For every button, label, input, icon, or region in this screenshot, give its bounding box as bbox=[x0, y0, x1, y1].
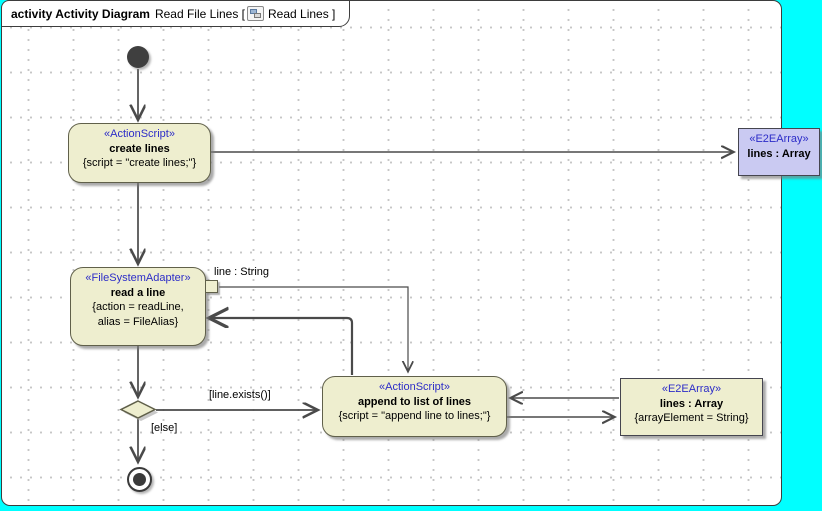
action-props-label: {script = "create lines;"} bbox=[82, 157, 197, 169]
activity-final-node[interactable] bbox=[127, 467, 152, 492]
stereotype-label: «ActionScript» bbox=[379, 381, 450, 393]
action-name-label: append to list of lines bbox=[357, 395, 472, 408]
object-name-label: lines : Array bbox=[659, 397, 724, 410]
diagram-name-label: Read File Lines [ bbox=[154, 6, 245, 21]
object-name-label: lines : Array bbox=[747, 147, 811, 160]
guard-line-exists: [line.exists()] bbox=[209, 389, 271, 401]
activity-diagram-frame bbox=[1, 0, 782, 506]
pin-label: line : String bbox=[214, 266, 270, 278]
output-pin-line[interactable] bbox=[205, 280, 218, 293]
initial-node[interactable] bbox=[127, 46, 149, 68]
activity-final-inner-dot bbox=[133, 473, 146, 486]
action-props-label: {action = readLine, alias = FileAlias} bbox=[92, 301, 184, 328]
action-read-a-line[interactable]: «FileSystemAdapter» read a line {action … bbox=[70, 267, 206, 346]
stereotype-label: «E2EArray» bbox=[749, 133, 809, 145]
action-create-lines[interactable]: «ActionScript» create lines {script = "c… bbox=[68, 123, 211, 183]
object-lines-array-top[interactable]: «E2EArray» lines : Array bbox=[738, 128, 820, 176]
stereotype-label: «FileSystemAdapter» bbox=[85, 272, 191, 284]
object-props-label: {arrayElement = String} bbox=[634, 412, 749, 424]
action-name-label: create lines bbox=[109, 142, 170, 155]
object-lines-array-bottom[interactable]: «E2EArray» lines : Array {arrayElement =… bbox=[620, 378, 763, 436]
diagram-kind-label: activity Activity Diagram bbox=[11, 6, 150, 21]
action-props-label: {script = "append line to lines;"} bbox=[338, 410, 491, 422]
diagram-title-tab[interactable]: activity Activity Diagram Read File Line… bbox=[1, 0, 351, 27]
activity-diagram-icon bbox=[247, 6, 264, 21]
stereotype-label: «E2EArray» bbox=[661, 383, 722, 395]
action-append-to-list[interactable]: «ActionScript» append to list of lines {… bbox=[322, 376, 507, 437]
action-name-label: read a line bbox=[110, 286, 166, 299]
guard-else: [else] bbox=[151, 422, 178, 434]
stereotype-label: «ActionScript» bbox=[104, 128, 175, 140]
diagram-tab-name-label: Read Lines ] bbox=[268, 6, 336, 21]
